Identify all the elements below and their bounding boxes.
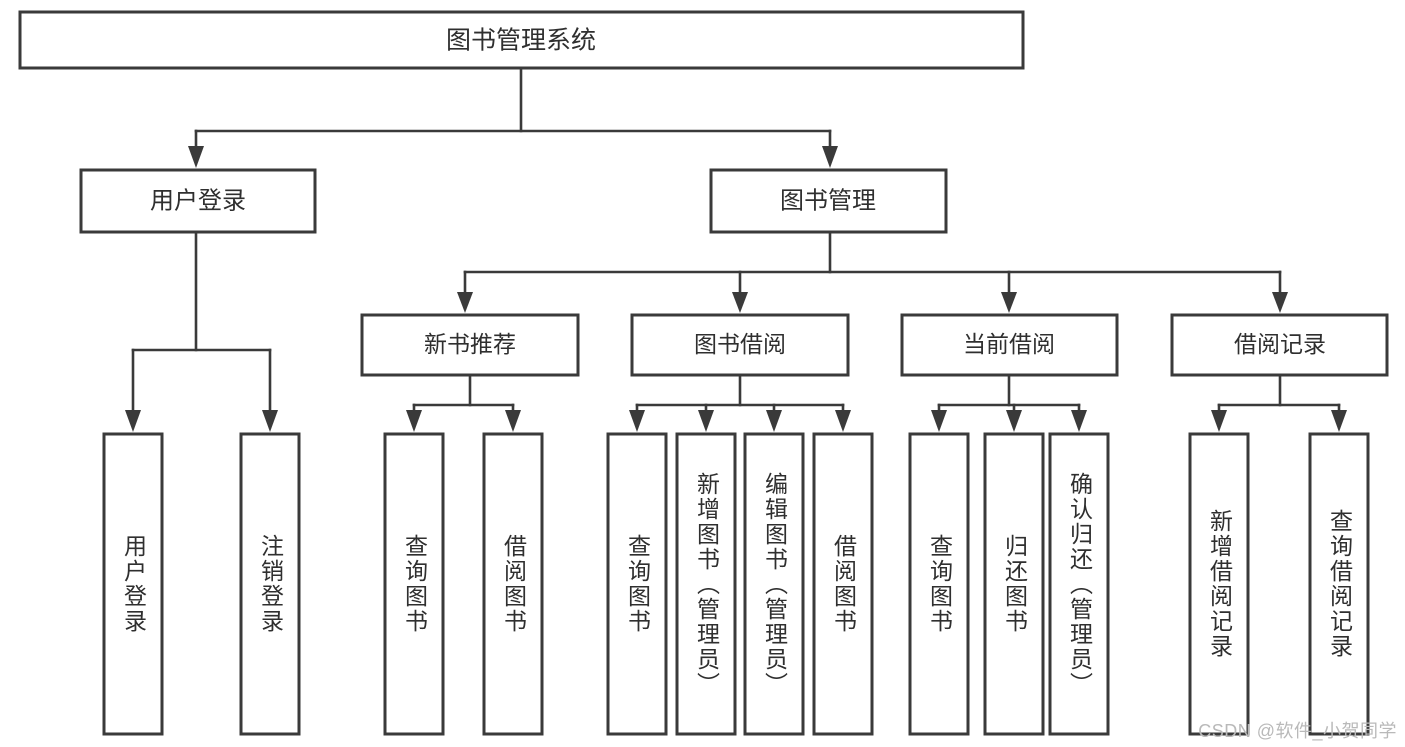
arrow-to-leaf-query-book-3	[931, 410, 947, 432]
arrow-to-new-book-recommend	[457, 292, 473, 313]
node-book-borrow-box[interactable]	[630, 313, 850, 377]
node-leaf-add-book-box[interactable]	[675, 432, 737, 736]
node-current-borrow-box[interactable]	[900, 313, 1119, 377]
node-new-book-recommend-label: 新书推荐	[424, 331, 516, 357]
node-book-manage[interactable]: 图书管理	[709, 168, 948, 234]
arrow-to-book-borrow	[732, 292, 748, 313]
arrow-to-leaf-borrow-book-1	[505, 410, 521, 432]
node-root-box[interactable]	[18, 10, 1025, 70]
node-new-book-recommend-box[interactable]	[360, 313, 580, 377]
arrow-to-leaf-edit-book	[766, 410, 782, 432]
arrow-to-user-login	[188, 146, 204, 168]
arrow-to-borrow-record	[1272, 292, 1288, 313]
node-user-login-box[interactable]	[79, 168, 317, 234]
node-current-borrow[interactable]: 当前借阅	[900, 313, 1119, 377]
arrow-to-leaf-query-book-1	[406, 410, 422, 432]
node-current-borrow-label: 当前借阅	[963, 331, 1055, 357]
node-leaf-query-book-2-box[interactable]	[606, 432, 668, 736]
node-leaf-user-login-box[interactable]	[102, 432, 164, 736]
node-leaf-return-book-box[interactable]	[983, 432, 1045, 736]
node-root[interactable]: 图书管理系统	[18, 10, 1025, 70]
arrow-to-leaf-logout	[262, 410, 278, 432]
connector-group-book-borrow	[629, 373, 851, 432]
node-book-borrow-label: 图书借阅	[694, 331, 786, 357]
connector-group-new-book-recommend	[406, 373, 521, 432]
arrow-to-leaf-query-book-2	[629, 410, 645, 432]
node-leaf-add-record-box[interactable]	[1188, 432, 1250, 736]
node-leaf-query-record-box[interactable]	[1308, 432, 1370, 736]
node-borrow-record-box[interactable]	[1170, 313, 1389, 377]
arrow-to-leaf-return-book	[1006, 410, 1022, 432]
arrow-to-book-manage	[822, 146, 838, 168]
node-new-book-recommend[interactable]: 新书推荐	[360, 313, 580, 377]
node-user-login-label: 用户登录	[150, 187, 246, 214]
connector-group-current-borrow	[931, 373, 1087, 432]
leaf-boxes	[102, 432, 1370, 736]
arrow-to-current-borrow	[1001, 292, 1017, 313]
csdn-watermark: CSDN @软件_小贺同学	[1198, 721, 1397, 741]
connector-group-root	[188, 66, 838, 168]
node-user-login[interactable]: 用户登录	[79, 168, 317, 234]
arrow-to-leaf-add-record	[1211, 410, 1227, 432]
node-book-manage-box[interactable]	[709, 168, 948, 234]
node-book-borrow[interactable]: 图书借阅	[630, 313, 850, 377]
node-leaf-confirm-return-box[interactable]	[1048, 432, 1110, 736]
node-leaf-query-book-3-box[interactable]	[908, 432, 970, 736]
node-leaf-query-book-1-box[interactable]	[383, 432, 445, 736]
node-root-label: 图书管理系统	[446, 27, 596, 55]
connector-group-borrow-record	[1211, 373, 1347, 432]
node-book-manage-label: 图书管理	[780, 187, 876, 214]
connector-group-user-login	[125, 230, 278, 432]
node-leaf-edit-book-box[interactable]	[743, 432, 805, 736]
arrow-to-leaf-confirm-return	[1071, 410, 1087, 432]
arrow-to-leaf-add-book	[698, 410, 714, 432]
arrow-to-leaf-borrow-book-2	[835, 410, 851, 432]
node-borrow-record-label: 借阅记录	[1234, 331, 1326, 357]
node-leaf-borrow-book-1-box[interactable]	[482, 432, 544, 736]
node-borrow-record[interactable]: 借阅记录	[1170, 313, 1389, 377]
arrow-to-leaf-user-login	[125, 410, 141, 432]
arrow-to-leaf-query-record	[1331, 410, 1347, 432]
node-leaf-logout-box[interactable]	[239, 432, 301, 736]
node-leaf-borrow-book-2-box[interactable]	[812, 432, 874, 736]
connector-group-book-manage	[457, 230, 1288, 313]
